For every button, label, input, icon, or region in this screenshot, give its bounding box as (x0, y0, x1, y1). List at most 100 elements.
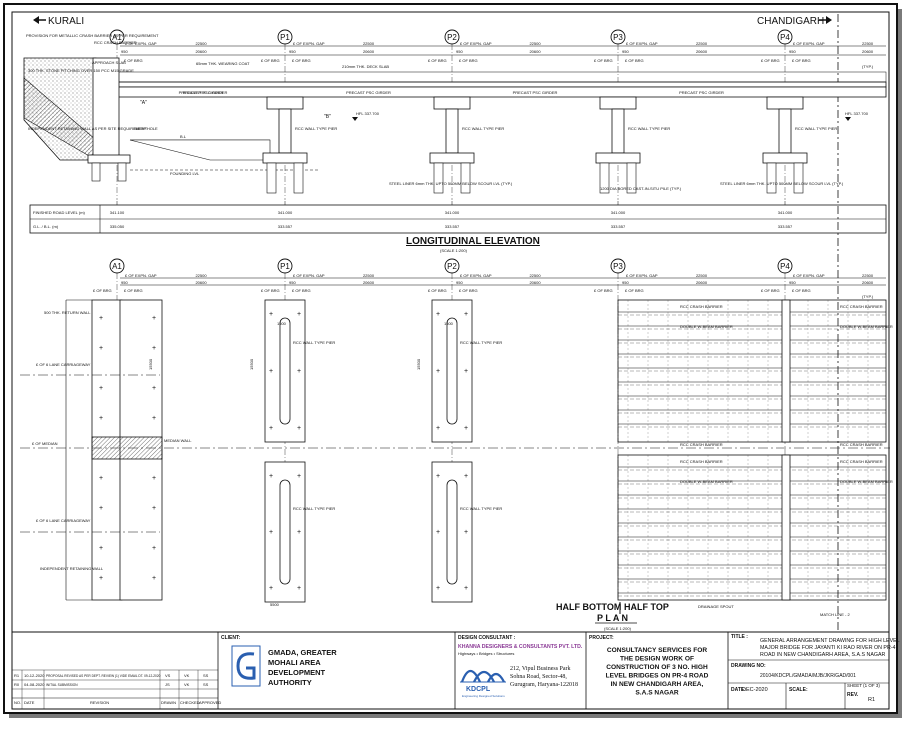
pier-marker-p4 (777, 258, 793, 274)
bearing-offset: 950 (789, 49, 796, 54)
client-name-line3: DEVELOPMENT (268, 668, 326, 677)
abutment-pile (91, 162, 101, 182)
gl-value: 335.050 (110, 224, 125, 229)
rev-approved: SS (203, 673, 209, 678)
pile-mark: + (99, 415, 103, 422)
project-line-1: CONSULTANCY SERVICES FOR (607, 647, 707, 654)
dim-typ: (TYP.) (862, 294, 874, 299)
span-total: 22500 (696, 273, 708, 278)
brg-label: £ OF BRG (761, 288, 780, 293)
rev-approved: SS (203, 682, 209, 687)
brg-label: £ OF BRG (261, 288, 280, 293)
pile (433, 162, 444, 194)
project-line-2: THE DESIGN WORK OF (620, 656, 694, 663)
span-total: 22500 (363, 273, 375, 278)
hfl-label-right: HFL 337.700 (845, 111, 869, 116)
title-label: TITLE : (731, 634, 748, 640)
pile-mark: + (99, 345, 103, 352)
w-beam-label: DOUBLE W-BEAM BARRIER (680, 479, 733, 484)
pile-mark: + (436, 425, 440, 432)
approach-slab-label: APPROACH SLAB (92, 60, 126, 65)
pile-mark: + (152, 475, 156, 482)
crash-barrier-median-label-right: RCC CRASH BARRIER (840, 442, 883, 447)
brg-label: £ OF BRG (292, 58, 311, 63)
bearing-offset: 950 (456, 49, 463, 54)
rev-drawn: VS (165, 673, 171, 678)
pier-marker-label: P2 (447, 262, 457, 271)
pier-marker-label: A1 (112, 262, 122, 271)
pile-mark: + (152, 505, 156, 512)
direction-left-label: KURALI (48, 16, 84, 27)
direction-left: KURALI (33, 16, 84, 27)
pile-mark: + (436, 473, 440, 480)
pile-mark: + (297, 473, 301, 480)
span-clear: 20600 (529, 280, 541, 285)
pier-wall-plan (446, 479, 458, 585)
pier-marker-p2 (444, 258, 460, 274)
level-row2-label: G.L. / B.L. (m) (33, 224, 59, 229)
pile-mark: + (269, 473, 273, 480)
pile-mark: + (297, 368, 301, 375)
pier-type-label: RCC WALL TYPE PIER (628, 126, 670, 131)
expn-gap-label: £ OF EXPN. GAP (293, 273, 325, 278)
pier-cap (766, 96, 804, 110)
pier-p4-plan (781, 454, 791, 601)
girder-label: PRECAST PSC GIRDER (513, 90, 558, 95)
rev-checked: VK (184, 682, 190, 687)
crash-barrier-elev-label: RCC CRASH BARRIER (94, 40, 137, 45)
drainage-spout-label: DRAINAGE SPOUT (698, 604, 734, 609)
pier-dim-5500: 5500 (270, 602, 280, 607)
gmada-logo (231, 645, 261, 687)
bearing-offset: 950 (789, 280, 796, 285)
pile-mark: + (99, 545, 103, 552)
pile (793, 162, 804, 194)
abutment-footing (87, 154, 131, 164)
pier-marker-p1 (277, 258, 293, 274)
consultant-address-3: Gurugram, Haryana-122018 (510, 682, 578, 688)
consultant-address-2: Sohna Road, Sector-48, (510, 674, 567, 680)
bearing-offset: 950 (456, 280, 463, 285)
pile-mark: + (269, 529, 273, 536)
pier-cap (266, 96, 304, 110)
rev-checked: VK (184, 673, 190, 678)
gl-value: 333.557 (278, 224, 293, 229)
steel-liner-note: STEEL LINER 6mm THK. UPTO 500MM BELOW SC… (389, 181, 513, 186)
carriageway-label: £ OF 6 LANE CARRIAGEWAY (36, 362, 91, 367)
span-total: 22500 (862, 41, 874, 46)
independent-wall-label: INDEPENDENT RETAINING WALL (40, 566, 104, 571)
pile-mark: + (297, 311, 301, 318)
consultant-name: KHANNA DESIGNERS & CONSULTANTS PVT. LTD. (458, 644, 583, 650)
pile-mark: + (436, 368, 440, 375)
pile (766, 162, 777, 194)
rev-drawn: JS (165, 682, 170, 687)
pier-type-plan-label: RCC WALL TYPE PIER (293, 506, 335, 511)
bearing-offset: 950 (289, 49, 296, 54)
pier-dim-15500: 15500 (416, 358, 421, 370)
direction-right-label: CHANDIGARH (757, 16, 824, 27)
plan-scale: (SCALE 1:200) (604, 626, 632, 631)
kdcpl-logo-tag: Engineering Designed Solutions (462, 694, 505, 698)
pile-mark: + (99, 385, 103, 392)
founding-level-label: FOUNDING LVL (170, 171, 200, 176)
expn-gap-label: £ OF EXPN. GAP (793, 273, 825, 278)
crash-barrier-median-label: RCC CRASH BARRIER (680, 442, 723, 447)
pile (266, 162, 277, 194)
span-clear: 20600 (363, 49, 375, 54)
w-beam-label: DOUBLE W-BEAM BARRIER (680, 324, 733, 329)
span-clear: 20600 (195, 280, 207, 285)
pier-marker-p3 (610, 258, 626, 274)
span-total: 22500 (862, 273, 874, 278)
pier-wall (445, 108, 459, 154)
abutment-dim-15500: 15500 (148, 358, 153, 370)
drawing-no-value: 20104/KDCPL/GMADA/MJB/JKR/GAD/001 (760, 673, 856, 679)
span-clear: 20600 (195, 49, 207, 54)
pier-wall (611, 108, 625, 154)
crash-barrier-plan-label-right: RCC CRASH BARRIER (840, 304, 883, 309)
date-label: DATE: (731, 687, 746, 693)
brg-label: £ OF BRG (93, 288, 112, 293)
span-total: 22500 (529, 41, 541, 46)
kdcpl-logo: KDCPL Engineering Designed Solutions (460, 669, 506, 698)
gl-value: 333.557 (611, 224, 626, 229)
